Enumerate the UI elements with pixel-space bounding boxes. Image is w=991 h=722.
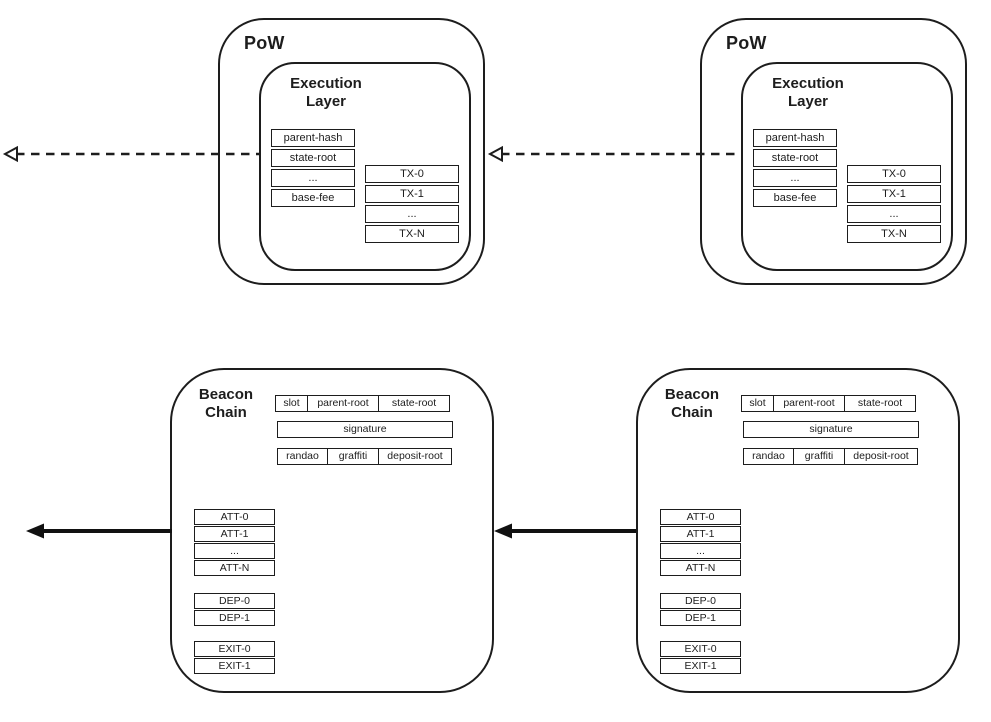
attestation-box: ATT-0 xyxy=(194,509,275,525)
exit-list: EXIT-0 EXIT-1 xyxy=(194,641,275,675)
field-signature: signature xyxy=(277,421,453,438)
tx-box: TX-N xyxy=(365,225,459,243)
execution-layer-title: Execution Layer xyxy=(273,75,379,111)
deposit-box: DEP-0 xyxy=(660,593,741,609)
field-base-fee: base-fee xyxy=(271,189,355,207)
beacon-block-2: Beacon Chain slot parent-root state-root… xyxy=(636,368,960,693)
execution-layer-title-line1: Execution xyxy=(290,75,362,92)
field-slot: slot xyxy=(741,395,774,412)
attestation-list: ATT-0 ATT-1 ... ATT-N xyxy=(660,509,741,577)
beacon-header-row: slot parent-root state-root xyxy=(741,395,916,412)
tx-box: TX-1 xyxy=(365,185,459,203)
beacon-title-line2: Chain xyxy=(671,404,713,421)
deposit-box: DEP-1 xyxy=(660,610,741,626)
field-state-root: state-root xyxy=(378,395,450,412)
attestation-box: ATT-0 xyxy=(660,509,741,525)
pow-title: PoW xyxy=(726,33,767,53)
tx-box: TX-0 xyxy=(847,165,941,183)
tx-box-ellipsis: ... xyxy=(847,205,941,223)
tx-box: TX-1 xyxy=(847,185,941,203)
attestation-list: ATT-0 ATT-1 ... ATT-N xyxy=(194,509,275,577)
transaction-list: TX-0 TX-1 ... TX-N xyxy=(847,165,941,245)
pow-title: PoW xyxy=(244,33,285,53)
pow-parent-link-arrow-between xyxy=(487,145,736,163)
solid-arrowhead-icon xyxy=(26,523,44,539)
field-randao: randao xyxy=(277,448,328,465)
beacon-parent-link-arrow-outer xyxy=(26,523,172,539)
beacon-parent-link-arrow-between xyxy=(494,523,636,539)
deposit-list: DEP-0 DEP-1 xyxy=(194,593,275,627)
execution-layer-box: Execution Layer parent-hash state-root .… xyxy=(259,62,471,271)
attestation-box-ellipsis: ... xyxy=(194,543,275,559)
field-signature: signature xyxy=(743,421,919,438)
beacon-title-line1: Beacon xyxy=(198,386,254,403)
field-parent-root: parent-root xyxy=(306,395,380,412)
execution-header-fields: parent-hash state-root ... base-fee xyxy=(753,129,837,209)
execution-layer-title-line2: Layer xyxy=(305,93,347,110)
field-state-root: state-root xyxy=(271,149,355,167)
execution-layer-title: Execution Layer xyxy=(755,75,861,111)
field-randao: randao xyxy=(743,448,794,465)
solid-arrowhead-icon xyxy=(494,523,512,539)
open-arrowhead-icon xyxy=(487,145,503,163)
field-parent-hash: parent-hash xyxy=(271,129,355,147)
deposit-box: DEP-1 xyxy=(194,610,275,626)
exit-box: EXIT-0 xyxy=(660,641,741,657)
attestation-box: ATT-1 xyxy=(660,526,741,542)
exit-box: EXIT-1 xyxy=(660,658,741,674)
field-slot: slot xyxy=(275,395,308,412)
execution-layer-title-line2: Layer xyxy=(787,93,829,110)
beacon-block-1: Beacon Chain slot parent-root state-root… xyxy=(170,368,494,693)
tx-box-ellipsis: ... xyxy=(365,205,459,223)
field-state-root: state-root xyxy=(844,395,916,412)
field-graffiti: graffiti xyxy=(326,448,380,465)
exit-list: EXIT-0 EXIT-1 xyxy=(660,641,741,675)
beacon-meta-row: randao graffiti deposit-root xyxy=(743,448,918,465)
execution-layer-title-line1: Execution xyxy=(772,75,844,92)
tx-box: TX-0 xyxy=(365,165,459,183)
beacon-header-row: slot parent-root state-root xyxy=(275,395,450,412)
attestation-box: ATT-N xyxy=(660,560,741,576)
transaction-list: TX-0 TX-1 ... TX-N xyxy=(365,165,459,245)
field-ellipsis: ... xyxy=(271,169,355,187)
field-state-root: state-root xyxy=(753,149,837,167)
beacon-meta-row: randao graffiti deposit-root xyxy=(277,448,452,465)
beacon-title-line2: Chain xyxy=(205,404,247,421)
field-parent-hash: parent-hash xyxy=(753,129,837,147)
field-graffiti: graffiti xyxy=(792,448,846,465)
tx-box: TX-N xyxy=(847,225,941,243)
beacon-title-line1: Beacon xyxy=(664,386,720,403)
exit-box: EXIT-0 xyxy=(194,641,275,657)
beacon-chain-title: Beacon Chain xyxy=(660,386,724,422)
attestation-box: ATT-N xyxy=(194,560,275,576)
beacon-chain-title: Beacon Chain xyxy=(194,386,258,422)
field-ellipsis: ... xyxy=(753,169,837,187)
execution-layer-box: Execution Layer parent-hash state-root .… xyxy=(741,62,953,271)
field-base-fee: base-fee xyxy=(753,189,837,207)
attestation-box: ATT-1 xyxy=(194,526,275,542)
pow-parent-link-arrow-outer xyxy=(2,145,260,163)
pow-block-1: PoW Execution Layer parent-hash state-ro… xyxy=(218,18,485,285)
execution-header-fields: parent-hash state-root ... base-fee xyxy=(271,129,355,209)
deposit-box: DEP-0 xyxy=(194,593,275,609)
field-deposit-root: deposit-root xyxy=(844,448,918,465)
deposit-list: DEP-0 DEP-1 xyxy=(660,593,741,627)
attestation-box-ellipsis: ... xyxy=(660,543,741,559)
open-arrowhead-icon xyxy=(2,145,18,163)
field-parent-root: parent-root xyxy=(772,395,846,412)
exit-box: EXIT-1 xyxy=(194,658,275,674)
pow-block-2: PoW Execution Layer parent-hash state-ro… xyxy=(700,18,967,285)
field-deposit-root: deposit-root xyxy=(378,448,452,465)
